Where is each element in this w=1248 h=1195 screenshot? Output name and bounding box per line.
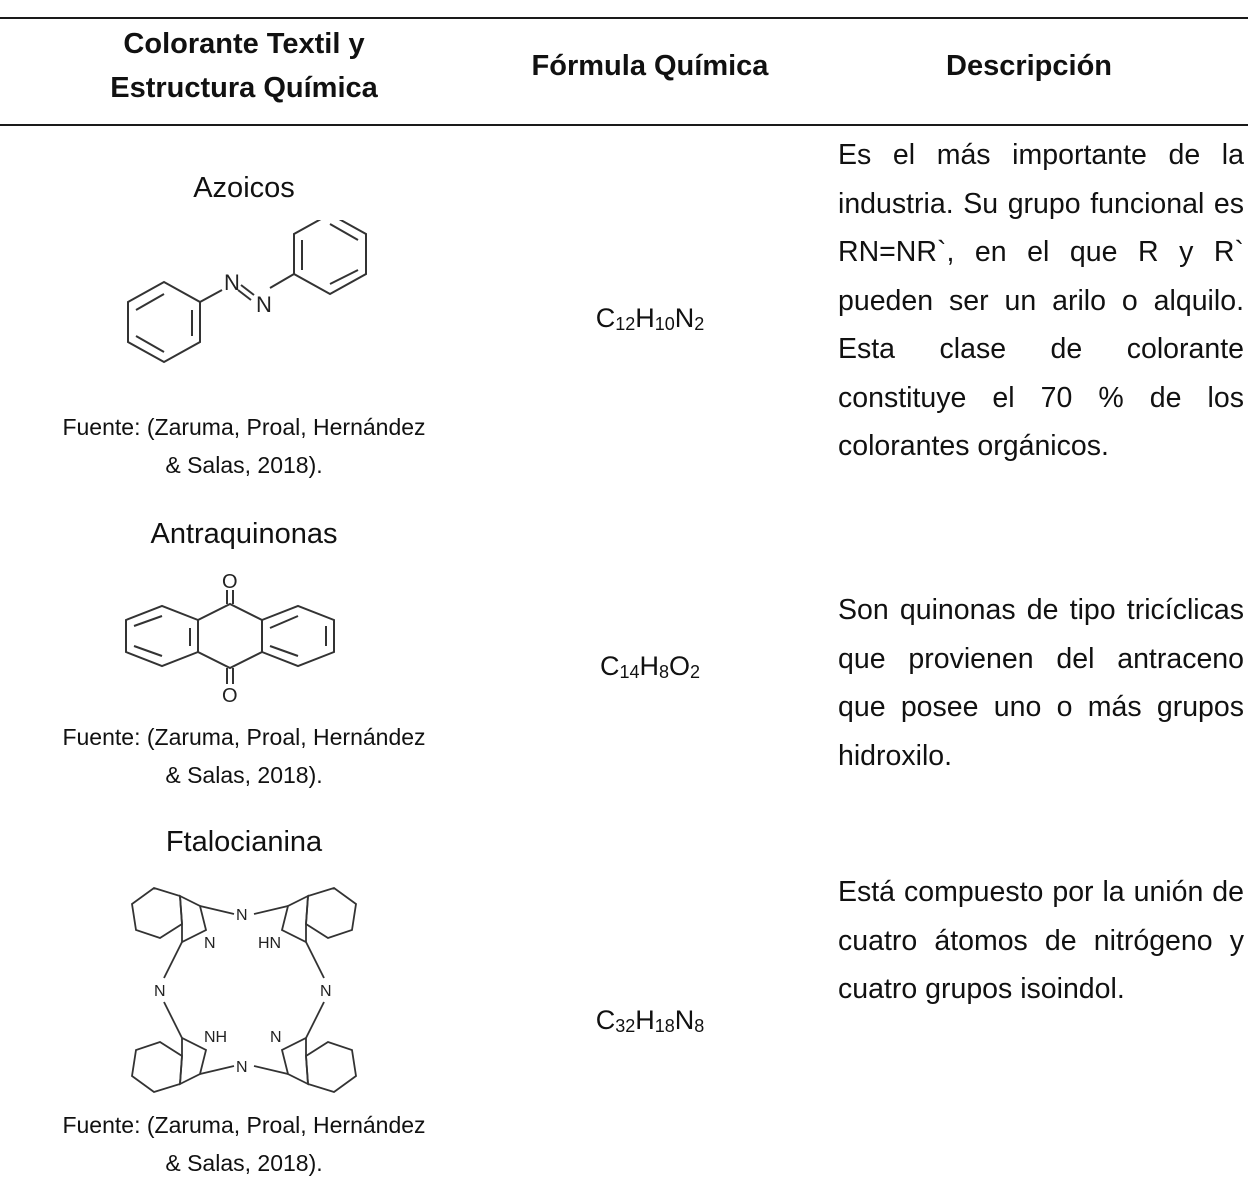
header-descripcion: Descripción bbox=[946, 50, 1112, 82]
formula-part: O bbox=[669, 651, 691, 681]
carbonyl-o-bottom-label: O bbox=[222, 685, 238, 706]
header-formula: Fórmula Química bbox=[531, 50, 769, 82]
formula-subscript: 2 bbox=[694, 314, 705, 334]
formula-subscript: 8 bbox=[694, 1016, 705, 1036]
meso-n-bottom-label: N bbox=[236, 1059, 248, 1076]
source-citation: Fuente: (Zaruma, Proal, Hernández & Sala… bbox=[0, 408, 488, 484]
carbonyl-o-top-label: O bbox=[222, 571, 238, 593]
source-line: & Salas, 2018). bbox=[165, 1150, 323, 1176]
header-colorante: Colorante Textil y Estructura Química bbox=[0, 22, 488, 110]
source-line: & Salas, 2018). bbox=[165, 762, 323, 788]
pyrrole-n-lr-label: N bbox=[270, 1029, 282, 1046]
formula-part: C bbox=[599, 651, 620, 681]
formula-subscript: 10 bbox=[654, 314, 675, 334]
phthalocyanine-structure: N N N N N HN NH N bbox=[131, 887, 357, 1093]
chemical-formula: C32H18N8 bbox=[540, 1005, 760, 1037]
meso-n-right-label: N bbox=[320, 983, 332, 1000]
formula-subscript: 14 bbox=[619, 662, 640, 682]
dye-name: Azoicos bbox=[193, 172, 295, 204]
source-citation: Fuente: (Zaruma, Proal, Hernández & Sala… bbox=[0, 1106, 488, 1182]
azo-n2-label: N bbox=[256, 292, 272, 317]
dye-description: Son quinonas de tipo tricíclicas que pro… bbox=[838, 594, 1244, 772]
chemical-formula: C14H8O2 bbox=[540, 651, 760, 683]
pyrrole-n-ul-label: N bbox=[204, 935, 216, 952]
source-line: Fuente: (Zaruma, Proal, Hernández bbox=[62, 724, 426, 750]
formula-part: H bbox=[635, 303, 655, 333]
pyrrole-nh-ll-label: NH bbox=[204, 1029, 227, 1046]
dye-description: Es el más importante de la industria. Su… bbox=[838, 139, 1244, 462]
source-line: & Salas, 2018). bbox=[165, 452, 323, 478]
formula-subscript: 18 bbox=[654, 1016, 675, 1036]
header-col1-line1: Colorante Textil y bbox=[123, 28, 365, 60]
source-line: Fuente: (Zaruma, Proal, Hernández bbox=[62, 1112, 426, 1138]
table-top-rule bbox=[0, 17, 1248, 19]
source-line: Fuente: (Zaruma, Proal, Hernández bbox=[62, 414, 426, 440]
azobenzene-structure: N N bbox=[127, 220, 367, 364]
formula-part: H bbox=[635, 1005, 655, 1035]
formula-subscript: 12 bbox=[615, 314, 636, 334]
dye-description: Está compuesto por la unión de cuatro át… bbox=[838, 876, 1244, 1005]
header-bottom-rule bbox=[0, 124, 1248, 126]
formula-subscript: 2 bbox=[690, 662, 701, 682]
dye-name: Ftalocianina bbox=[165, 826, 323, 858]
formula-subscript: 8 bbox=[658, 662, 669, 682]
source-citation: Fuente: (Zaruma, Proal, Hernández & Sala… bbox=[0, 718, 488, 794]
formula-part: H bbox=[639, 651, 659, 681]
formula-part: C bbox=[595, 1005, 616, 1035]
meso-n-left-label: N bbox=[154, 983, 166, 1000]
dye-name: Antraquinonas bbox=[150, 518, 338, 550]
azo-n1-label: N bbox=[224, 270, 240, 295]
anthraquinone-structure: O O bbox=[125, 571, 335, 706]
formula-subscript: 32 bbox=[615, 1016, 636, 1036]
header-col1-line2: Estructura Química bbox=[110, 72, 378, 104]
formula-part: N bbox=[674, 303, 695, 333]
meso-n-top-label: N bbox=[236, 907, 248, 924]
formula-part: N bbox=[674, 1005, 695, 1035]
pyrrole-nh-ur-label: HN bbox=[258, 935, 281, 952]
formula-part: C bbox=[595, 303, 616, 333]
chemical-formula: C12H10N2 bbox=[540, 303, 760, 335]
